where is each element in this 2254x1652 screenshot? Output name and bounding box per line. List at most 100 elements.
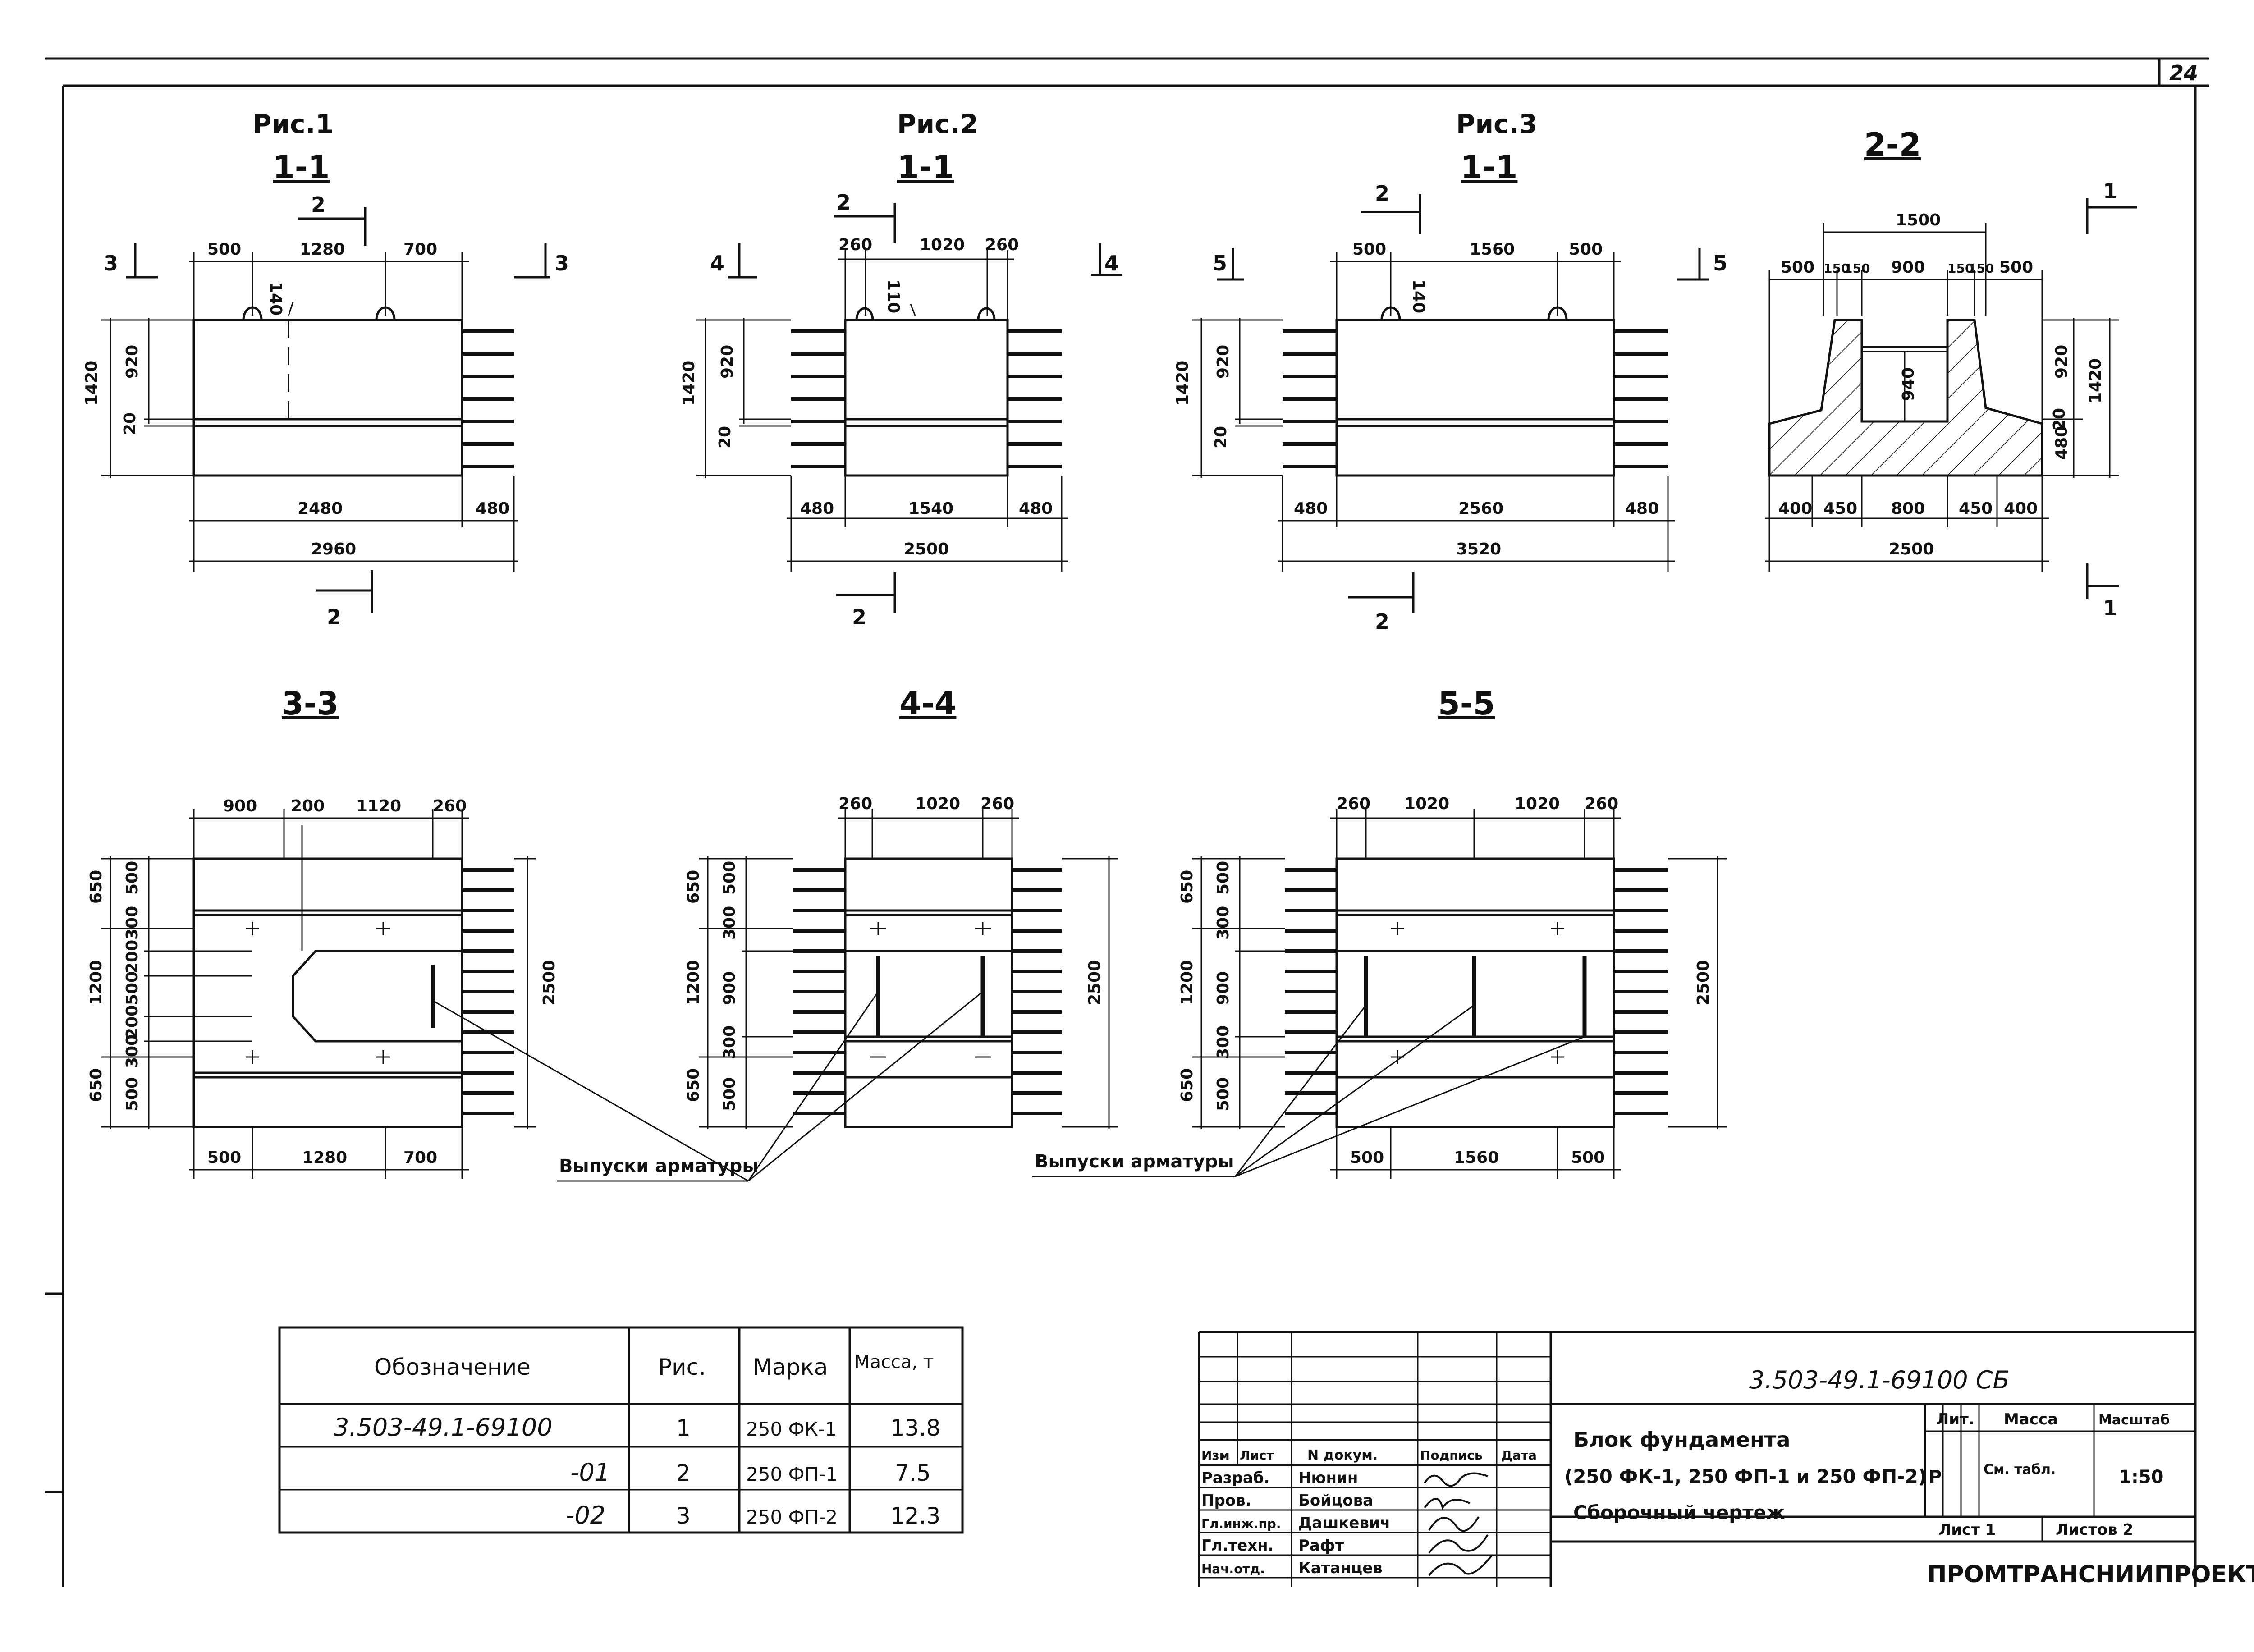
spec-row-0-mark: 250 ФК-1 [746,1418,837,1440]
sec55-dim-top-2: 1020 [1515,795,1560,813]
sec44-dim-lines [699,809,1118,1129]
fig2-section-title: 1-1 [897,149,954,186]
sec44-dim-left-1: 500 [720,861,739,895]
tb-role-0: Разраб. [1201,1469,1270,1487]
sec55-dim-left-4: 900 [1214,971,1232,1005]
fig3-dim-bottom-0: 480 [1294,499,1328,518]
fig2-cut-top: 2 [836,190,851,215]
tb-doc-code: 3.503-49.1-69100 СБ [1749,1366,2010,1394]
fig3-dim-top-2: 500 [1569,240,1603,259]
tb-organization: ПРОМТРАНСНИИПРОЕКТ [1927,1561,2254,1588]
sec55-dim-bottom-1: 1560 [1454,1149,1499,1167]
fig3-cut-right: 5 [1713,251,1727,275]
sec33-crosses [246,825,390,1064]
sec33-title: 3-3 [282,685,339,722]
sec55-dim-left-0: 650 [1178,870,1196,904]
sec55-dim-left-2: 300 [1214,906,1232,940]
sec55-dim-left-6: 650 [1178,1068,1196,1102]
fig1-caption: Рис.1 [252,109,334,139]
sec22-cut-marks [2086,198,2137,599]
fig1-rebar [462,329,514,468]
fig1-cut-right: 3 [554,251,569,275]
fig1-cut-bottom: 2 [327,605,341,629]
sec44-dim-right: 2500 [1086,960,1104,1005]
sec44-dim-left-4: 900 [720,971,739,1005]
tb-name-3: Рафт [1298,1537,1344,1555]
sec44-dim-top-1: 1020 [915,795,960,813]
sec44-marks [870,922,991,1058]
spec-row-1-mark: 250 ФП-1 [746,1463,838,1485]
tb-title-line-1: (250 ФК-1, 250 ФП-1 и 250 ФП-2) [1564,1465,1927,1487]
sec22-dim-lines [1765,223,2119,572]
tb-mass-value: См. табл. [1984,1462,2056,1478]
tb-scale-value: 1:50 [2119,1467,2164,1487]
tb-role-1: Пров. [1201,1492,1251,1510]
sec55-dim-top-0: 260 [1337,795,1370,813]
fig3-section-title: 1-1 [1461,149,1517,186]
figure-3: Рис.3 1-1 [1173,109,1727,634]
sec22-title: 2-2 [1864,126,1921,163]
sec22-dim-top-4: 150 [1947,261,1974,276]
sec44-dim-left-5: 300 [720,1025,739,1059]
spec-header-fig: Рис. [658,1354,706,1380]
sec22-dim-h-2: 480 [2052,426,2071,460]
spec-row-0-mass: 13.8 [890,1415,940,1441]
spec-row-0-fig: 1 [676,1415,691,1441]
fig3-cut-left: 5 [1213,251,1227,275]
sec44-plan [844,857,1013,1128]
sec55-title: 5-5 [1438,685,1495,722]
fig2-dim-loop: 110 [884,279,903,313]
rebar-label-left: Выпуски арматуры [559,1156,759,1176]
rebar-label-right: Выпуски арматуры [1035,1151,1234,1172]
tb-signatures [1424,1472,1493,1576]
tb-col-sign: Подпись [1420,1448,1483,1463]
fig1-dim-loop: 140 [266,282,285,316]
fig2-cut-right: 4 [1104,251,1119,275]
fig3-dim-top-1: 1560 [1470,240,1515,259]
sec33-dim-lines [101,809,536,1179]
sec55-dim-bottom-0: 500 [1350,1149,1384,1167]
sec44-dim-left-6: 650 [684,1068,703,1102]
tb-col-list: Лист [1240,1448,1274,1463]
spec-header-mark: Марка [753,1354,828,1380]
sec55-dim-bottom-2: 500 [1571,1149,1605,1167]
spec-header-designation: Обозначение [374,1354,531,1380]
spec-table: Обозначение Рис. Марка Масса, т 3.503-49… [278,1326,964,1534]
spec-row-0-designation: 3.503-49.1-69100 [334,1413,553,1441]
spec-row-2-fig: 3 [676,1503,691,1529]
fig1-dim-h-1: 920 [123,345,142,379]
tb-name-1: Бойцова [1298,1492,1373,1510]
sec22-dim-inner: 940 [1899,367,1918,401]
sec55-rebar [1285,868,1668,1115]
fig1-dim-top-0: 500 [207,240,241,259]
fig1-section-title: 1-1 [273,149,330,186]
spec-row-2-mass: 12.3 [890,1503,940,1529]
fig3-cut-top: 2 [1375,181,1389,206]
fig2-cut-marks [728,203,1122,613]
figure-1: Рис.1 1-1 [82,109,569,629]
spec-row-1-designation: -01 [570,1458,610,1487]
tb-sheets-label: Листов 2 [2056,1521,2133,1539]
fig3-dim-top-0: 500 [1352,240,1386,259]
sec44-dim-left-7: 500 [720,1077,739,1111]
sec33-rebar [462,868,514,1115]
title-block: Изм Лист N докум. Подпись Дата Разраб. Н… [1198,1331,2254,1588]
fig1-cut-marks [126,207,550,613]
spec-row-2-mark: 250 ФП-2 [746,1506,838,1528]
sec55-plan [1335,857,1615,1128]
sec44-dim-top-0: 260 [838,795,872,813]
page-number: 24 [2169,61,2198,85]
sec22-dim-top-2: 150 [1844,261,1870,276]
fig1-dim-top-1: 1280 [300,240,345,259]
tb-col-izm: Изм [1201,1448,1230,1463]
sec55-dim-lines [1192,809,1727,1179]
tb-name-2: Дашкевич [1298,1514,1390,1532]
sec55-dim-right: 2500 [1694,960,1713,1005]
fig3-dim-h-0: 1420 [1173,361,1192,406]
tb-lit-label: Лит. [1936,1410,1975,1428]
tb-mass-label: Масса [2004,1410,2058,1428]
fig3-cut-marks [1217,194,1709,613]
tb-title-line-0: Блок фундамента [1573,1428,1790,1452]
fig3-dim-h-2: 20 [1212,426,1230,448]
tb-col-date: Дата [1501,1448,1537,1463]
